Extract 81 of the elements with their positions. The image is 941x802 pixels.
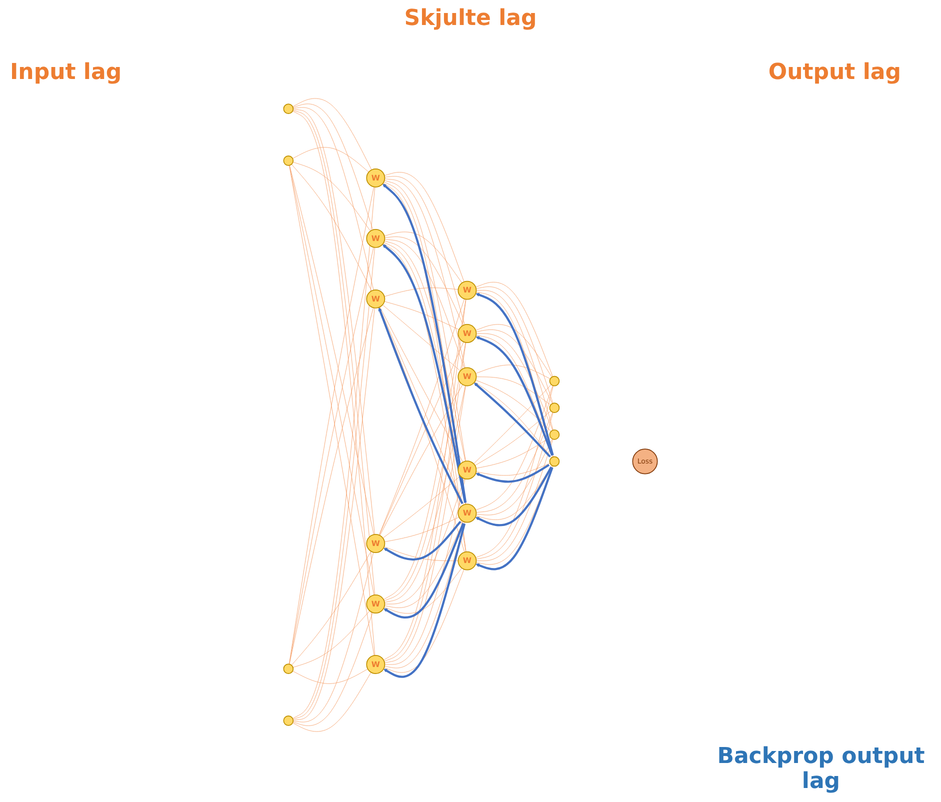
connector	[384, 516, 460, 542]
connector	[292, 610, 370, 668]
connector	[384, 569, 464, 673]
group-heading: Skjulte lag	[404, 6, 537, 31]
connector	[383, 299, 466, 600]
node-circle	[458, 460, 477, 480]
node-circle	[283, 104, 294, 114]
connector	[475, 282, 553, 377]
node-circle	[283, 716, 294, 726]
connector	[476, 438, 553, 516]
node-circle	[632, 448, 658, 474]
node-circle	[458, 504, 477, 523]
connector	[384, 176, 465, 326]
node-circle	[549, 376, 560, 386]
connector	[476, 438, 554, 562]
connector	[292, 672, 372, 732]
connector	[384, 478, 466, 665]
node-circle	[283, 156, 294, 166]
connector	[383, 243, 466, 552]
connector	[292, 552, 374, 722]
layer-label: Output lag	[768, 60, 901, 85]
connector	[384, 240, 466, 462]
connector	[476, 286, 554, 404]
node-circle	[366, 168, 386, 188]
connector	[475, 364, 550, 380]
connector	[292, 162, 371, 232]
node-circle	[549, 429, 560, 440]
connector	[384, 288, 458, 297]
arrow	[384, 520, 462, 561]
connector	[291, 164, 372, 292]
connector	[474, 410, 552, 466]
note-text: Backprop output lag	[716, 744, 926, 794]
connector	[384, 232, 462, 284]
connector	[384, 301, 460, 330]
connector	[384, 236, 464, 326]
connector	[380, 306, 464, 462]
node-circle	[458, 280, 477, 300]
connector	[384, 178, 466, 368]
node-circle	[366, 594, 386, 614]
node-circle	[458, 551, 477, 570]
connector	[384, 478, 464, 604]
connector	[476, 412, 554, 560]
connector	[292, 104, 374, 230]
connector	[382, 304, 461, 372]
connector	[476, 333, 553, 430]
connector	[476, 463, 550, 476]
connector	[292, 612, 373, 726]
connector	[292, 668, 368, 684]
node-circle	[366, 228, 386, 248]
connector	[475, 385, 554, 558]
connector	[384, 239, 464, 368]
connector	[476, 290, 554, 430]
connector	[475, 380, 552, 432]
node-circle	[366, 534, 386, 553]
connector	[384, 385, 466, 603]
connector	[292, 147, 369, 172]
connector	[380, 384, 463, 536]
connector	[475, 385, 554, 510]
connector	[292, 107, 374, 290]
connector	[475, 324, 552, 378]
connector	[476, 330, 553, 404]
node-circle	[549, 402, 560, 414]
node-circle	[366, 655, 386, 674]
connector	[476, 412, 553, 513]
connector	[384, 568, 462, 614]
connector	[384, 172, 464, 282]
connector	[384, 342, 466, 602]
node-circle	[366, 289, 386, 308]
connector	[476, 376, 551, 406]
node-circle	[549, 456, 560, 467]
arrow	[476, 464, 550, 483]
connector	[384, 546, 458, 562]
connector	[291, 551, 372, 666]
connector	[382, 476, 461, 538]
node-circle	[458, 367, 477, 386]
connector	[379, 342, 464, 536]
connector	[292, 98, 372, 170]
node-circle	[458, 324, 477, 343]
layer-label: Input lag	[10, 60, 122, 85]
connector	[476, 436, 551, 469]
node-circle	[283, 664, 294, 674]
